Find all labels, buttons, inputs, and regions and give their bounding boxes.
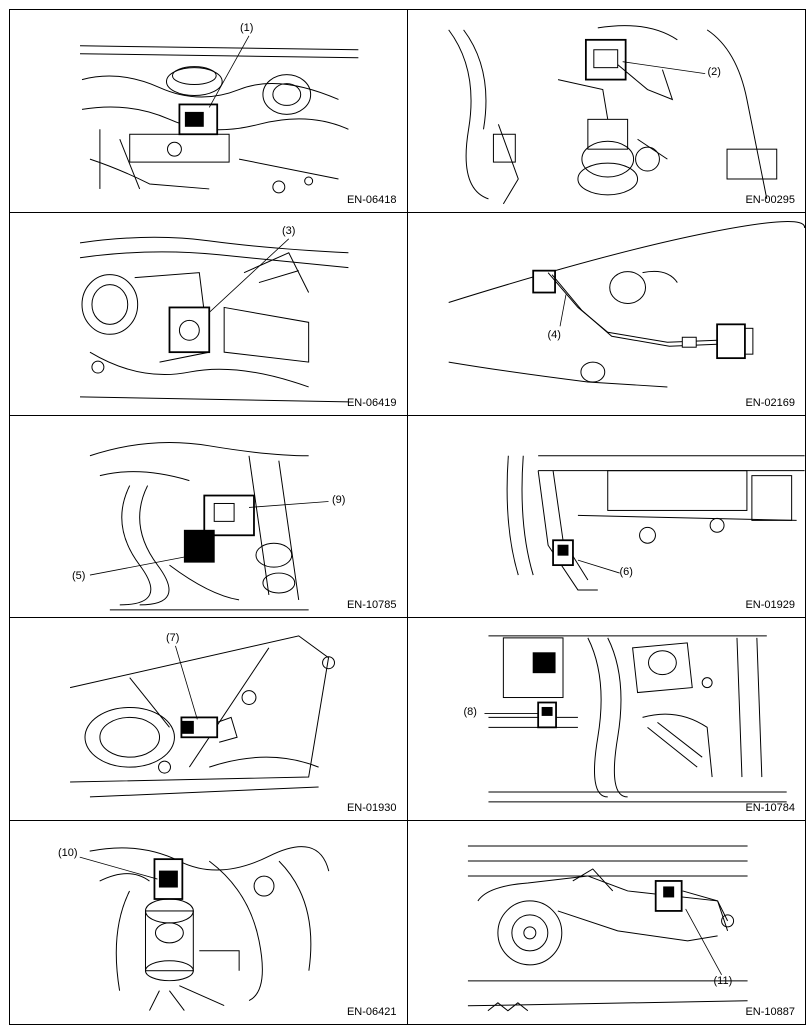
callout-label: (9): [332, 493, 346, 506]
figure-cell-2: (2) EN-00295: [407, 10, 805, 213]
callout-label: (8): [463, 706, 477, 719]
figure-id: EN-01929: [745, 599, 795, 612]
figure-id: EN-02169: [745, 396, 795, 409]
callout-label: (10): [58, 847, 78, 860]
callout-label: (1): [240, 22, 254, 34]
figure-cell-9: (10) EN-06421: [10, 821, 408, 1024]
figure-id: EN-01930: [346, 802, 397, 815]
sensor-illustration-8: [487, 635, 787, 803]
callout-label: (7): [166, 632, 180, 645]
sensor-illustration-2: [447, 25, 777, 205]
figure-id: EN-06421: [346, 1006, 397, 1018]
illustration-table: (1) EN-06418 (2) EN-00295: [9, 9, 806, 1025]
callout-label: (4): [547, 328, 561, 341]
sensor-harness-illustration-4: [448, 220, 805, 388]
figure-cell-3: (3) EN-06419: [10, 212, 408, 416]
callout-label: (2): [707, 66, 721, 78]
figure-id: EN-06418: [346, 193, 397, 206]
figure-cell-10: (11) EN-10887: [408, 821, 806, 1024]
figure-cell-7: (7) EN-01930: [10, 618, 408, 822]
callout-label: (3): [282, 224, 296, 237]
callout-label: (5): [72, 569, 86, 582]
sensor-illustration-7: [69, 635, 335, 798]
valve-illustration-5: [89, 441, 309, 610]
figure-id: EN-00295: [745, 193, 795, 206]
figure-id: EN-10784: [745, 802, 795, 815]
engine-illustration-1: [80, 45, 359, 194]
figure-cell-1: (1) EN-06418: [10, 10, 408, 213]
figure-id: EN-10887: [745, 1006, 795, 1018]
throttle-illustration-3: [79, 236, 349, 403]
figure-cell-6: (6) EN-01929: [407, 416, 805, 619]
figure-cell-8: (8) EN-10784: [407, 618, 805, 822]
figure-id: EN-10785: [346, 599, 397, 612]
sensor-illustration-6: [506, 454, 805, 591]
pump-illustration-10: [467, 845, 748, 1012]
callout-label: (11): [713, 975, 733, 988]
figure-cell-4: (4) EN-02169: [407, 213, 805, 416]
figure-id: EN-06419: [346, 396, 397, 409]
figure-cell-5: (9) (5) EN-10785: [10, 415, 408, 619]
callout-label: (6): [619, 565, 633, 578]
